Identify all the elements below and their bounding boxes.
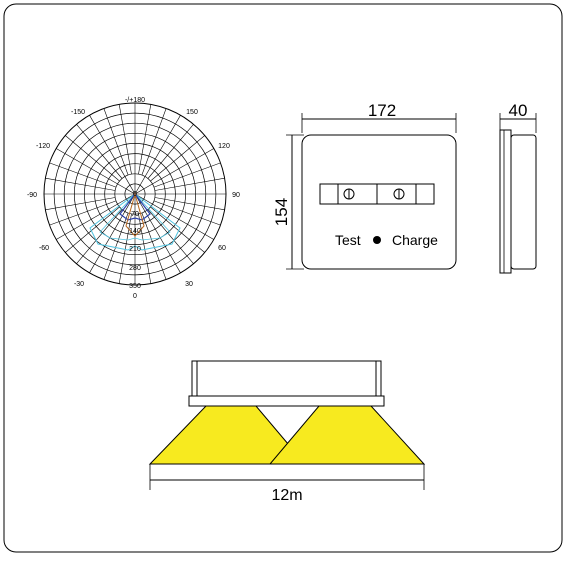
polar-spoke <box>65 135 120 182</box>
polar-spoke <box>153 162 221 188</box>
polar-spoke <box>134 193 181 273</box>
polar-grid <box>43 102 227 286</box>
polar-intensity-curves <box>89 192 181 251</box>
outer-frame <box>3 3 563 553</box>
polar-spoke <box>103 108 129 176</box>
angle-label-30: 30 <box>185 281 193 288</box>
angle-label-minus90: -90 <box>27 192 37 199</box>
polar-spoke <box>76 124 123 179</box>
polar-spoke <box>141 108 167 176</box>
cyan-intensity-curve <box>89 193 181 251</box>
radial-label-280: 280 <box>129 265 141 272</box>
radial-label-140: 140 <box>129 228 141 235</box>
polar-spoke <box>147 209 194 264</box>
fixture-body <box>191 360 382 397</box>
distance-label: 12m <box>271 487 302 504</box>
angle-label-180: -/+180 <box>125 97 145 104</box>
test-label: Test <box>335 232 361 248</box>
brown-intensity-curve <box>125 192 145 237</box>
polar-light-distribution-diagram: -/+180 -150 150 -120 120 -90 90 -60 60 -… <box>27 97 240 300</box>
depth-label: 40 <box>509 101 528 120</box>
angle-label-minus60: -60 <box>39 245 49 252</box>
angle-label-minus30: -30 <box>74 281 84 288</box>
side-view: 40 <box>499 101 537 274</box>
fixture-base <box>188 395 385 407</box>
indicator-dot <box>373 236 381 244</box>
radial-label-0: 0 <box>133 191 137 198</box>
side-mounting-plate <box>499 129 512 274</box>
width-label: 172 <box>368 101 396 120</box>
polar-spoke <box>45 177 116 191</box>
angle-label-120: 120 <box>218 143 230 150</box>
polar-spoke <box>138 213 152 284</box>
front-view: 172 154 Test Charge <box>272 101 457 270</box>
polar-spoke <box>153 200 221 226</box>
angle-label-minus120: -120 <box>36 143 50 150</box>
angle-label-90: 90 <box>232 192 240 199</box>
polar-spoke <box>150 135 205 182</box>
polar-spoke <box>141 212 167 280</box>
angle-label-60: 60 <box>218 245 226 252</box>
polar-spoke <box>138 104 152 175</box>
side-housing <box>510 134 537 270</box>
cyan-intensity-curve-inner <box>99 193 171 241</box>
polar-spoke <box>154 177 225 191</box>
radial-label-70: 70 <box>131 211 139 218</box>
polar-spoke <box>56 193 136 240</box>
polar-spoke <box>118 104 132 175</box>
polar-spoke <box>76 209 123 264</box>
polar-spoke <box>65 206 120 253</box>
polar-spoke <box>103 212 129 280</box>
angle-label-minus150: -150 <box>71 109 85 116</box>
radial-label-210: 210 <box>129 246 141 253</box>
polar-spoke <box>89 193 136 273</box>
radial-label-350: 350 <box>129 283 141 290</box>
polar-spoke <box>56 148 136 195</box>
polar-spoke <box>154 197 225 211</box>
height-label: 154 <box>272 198 291 226</box>
angle-label-0: 0 <box>133 293 137 300</box>
charge-label: Charge <box>392 232 438 248</box>
blue-intensity-curve <box>119 193 151 221</box>
polar-spoke <box>134 193 214 240</box>
polar-spoke <box>134 115 181 195</box>
polar-spoke <box>147 124 194 179</box>
polar-spoke <box>49 162 117 188</box>
polar-spoke <box>134 148 214 195</box>
polar-spoke <box>49 200 117 226</box>
polar-spoke <box>45 197 116 211</box>
polar-spoke <box>89 115 136 195</box>
polar-spoke <box>150 206 205 253</box>
coverage-illustration: 12m <box>148 360 426 504</box>
polar-spoke <box>118 213 132 284</box>
angle-label-150: 150 <box>186 109 198 116</box>
